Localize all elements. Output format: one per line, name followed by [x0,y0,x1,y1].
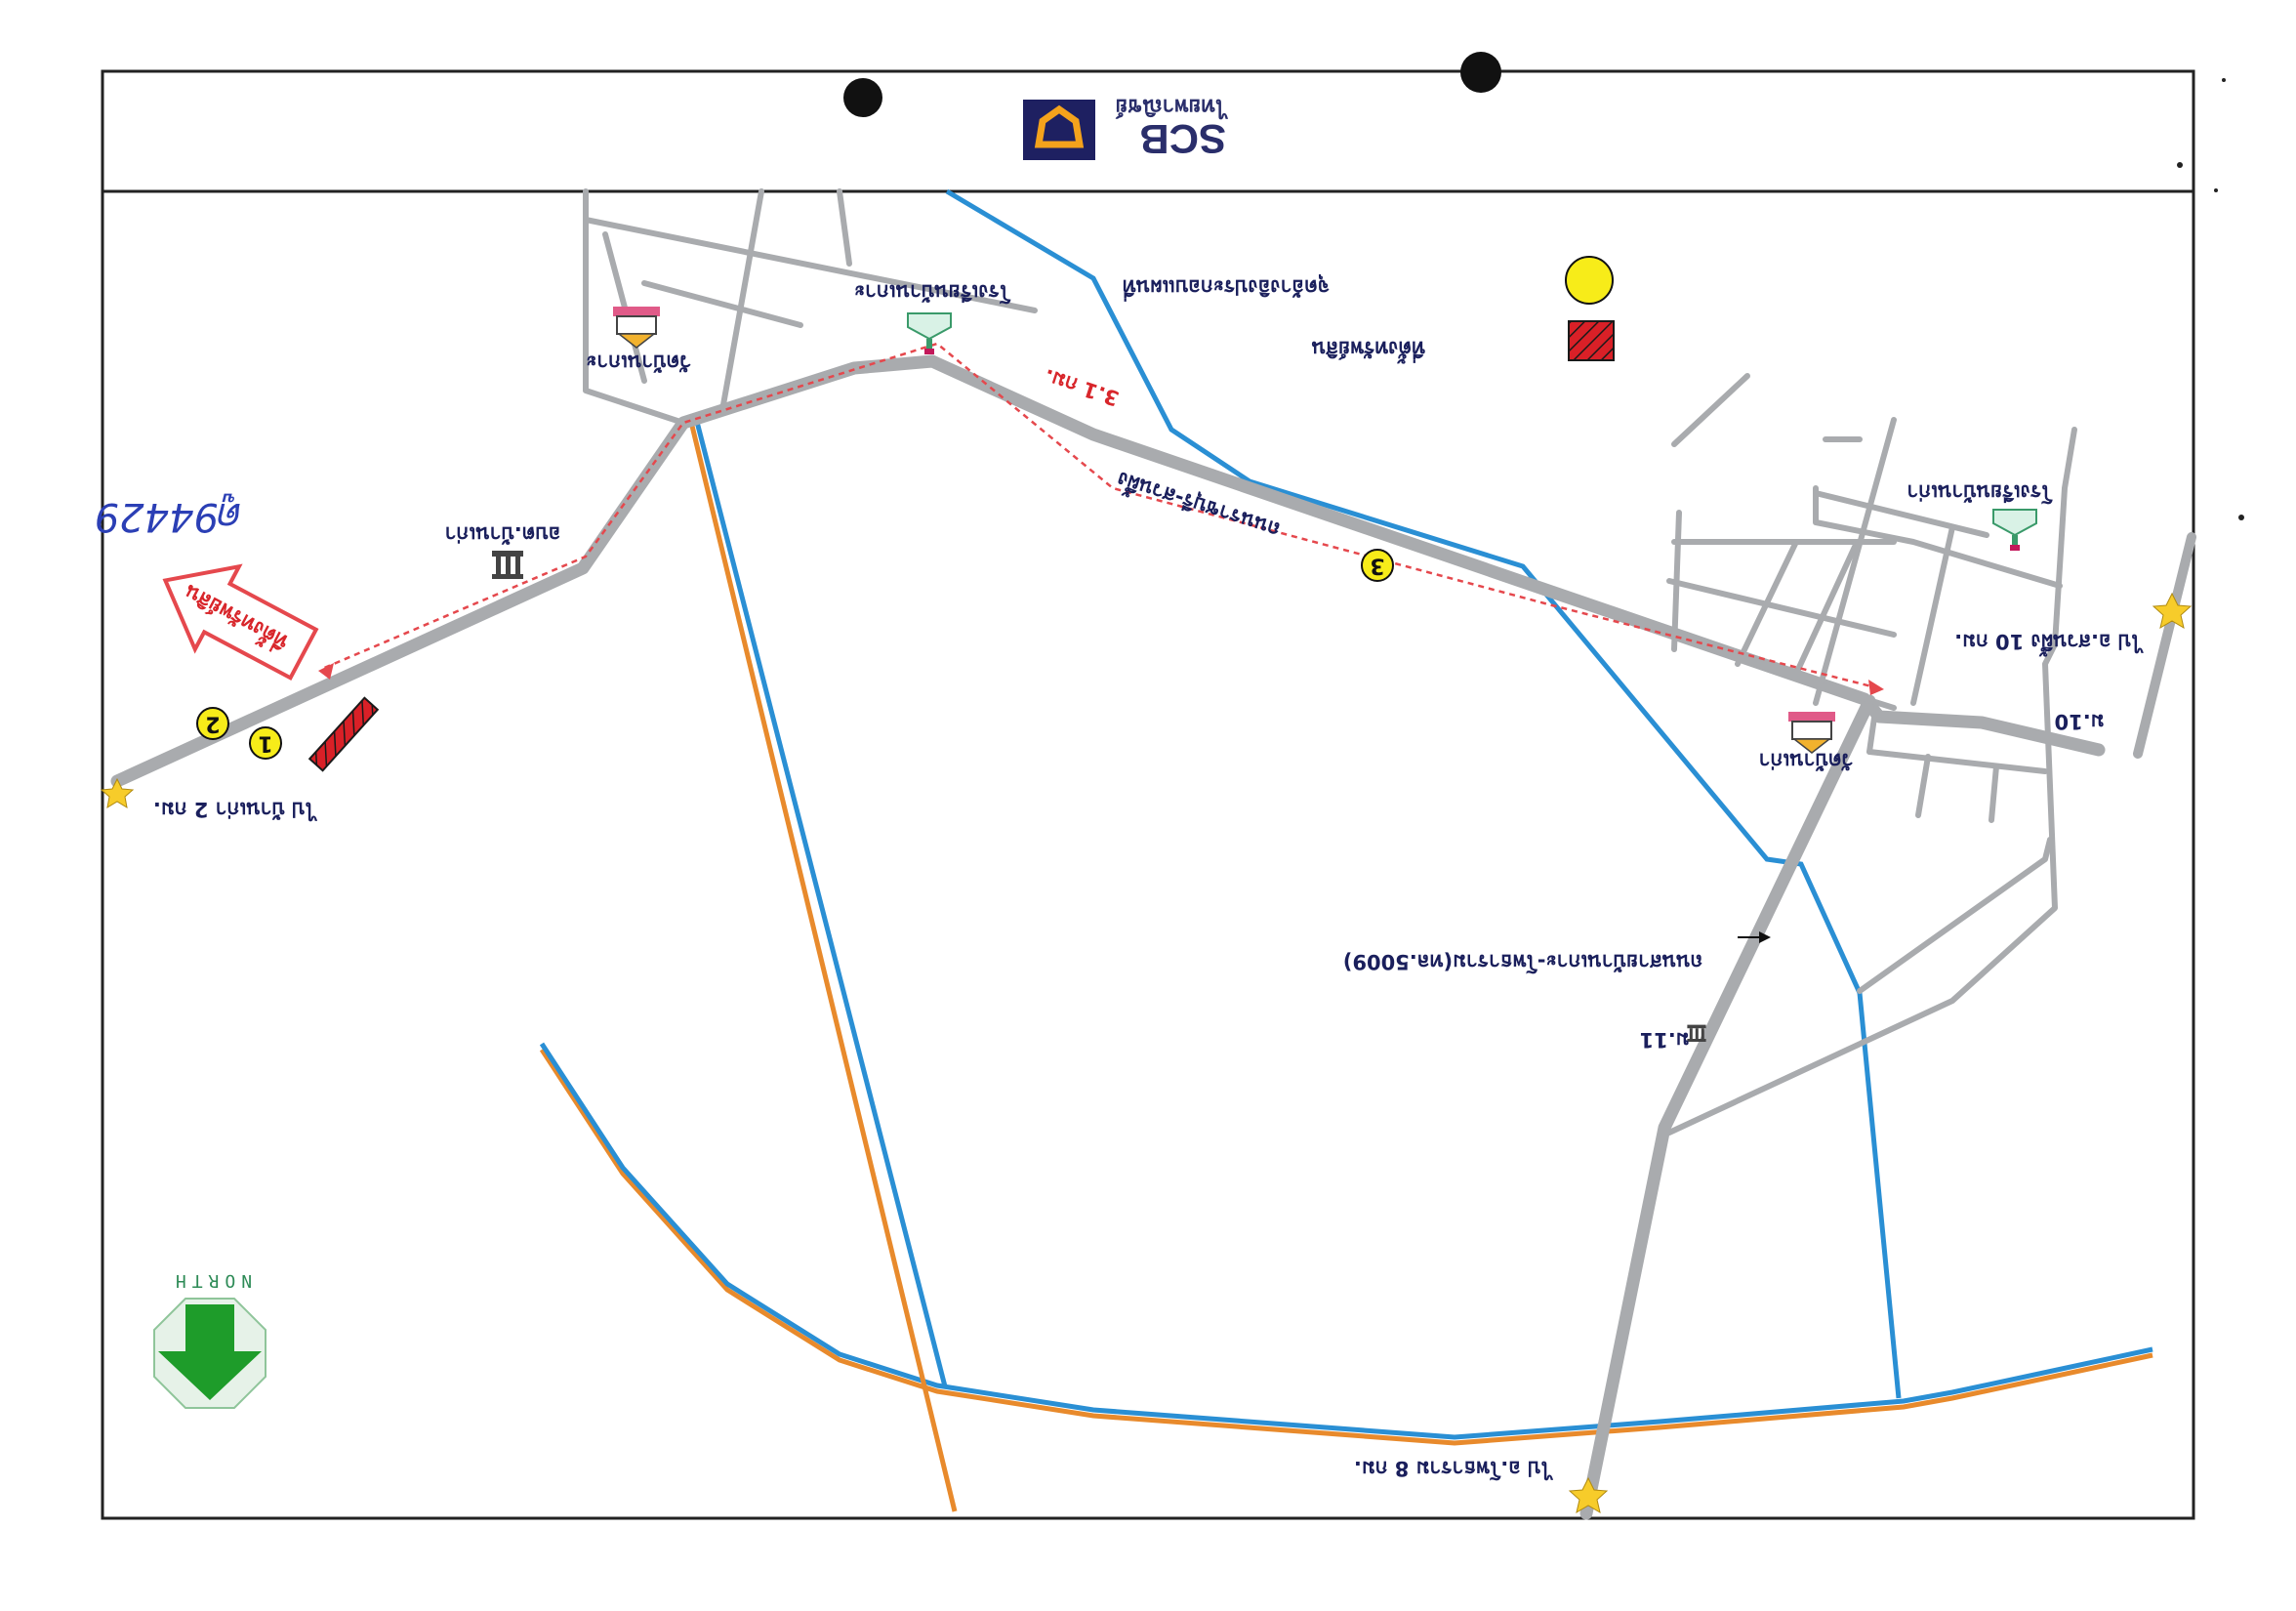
road-minor [1866,715,1877,755]
legend-property-label: ที่ตั้งทรัพย์สิน [1311,337,1425,364]
speck [2238,515,2244,520]
speck [2177,162,2183,168]
road-minor [1735,539,1799,667]
speck [2214,188,2218,192]
diagonal-canal-orange [688,421,958,1512]
road-minor [641,280,803,328]
brand-name: SCB [1139,116,1226,162]
road-minor [1666,641,2058,1136]
direction-east-label: ไป อ.สวนผึ้ง 10 กม. [1954,630,2144,657]
road-minor [1857,837,2053,994]
map-frame [101,69,2195,1520]
direction-south-label: ไป อ.โพธาราม 8 กม. [1354,1457,1553,1481]
moo-11-label: ม.11 [1639,1028,1689,1052]
temple-1-label: วัดบ้านเกาะ [586,351,691,374]
road-minor [1866,749,2048,774]
brand-thai: ไทยพาณิชย์ [1115,95,1228,120]
svg-text:2: 2 [205,712,220,736]
road-minor [1813,490,1989,538]
route-arrowhead [318,663,334,680]
school-icon [1992,509,2037,551]
direction-west-label: ไป บ้านเก่า 2 กม. [153,798,317,822]
svg-text:3: 3 [1370,554,1384,578]
school-2-label: โรงเรียนบ้านเก่า [1906,480,2053,505]
highway-pointer-head [1759,931,1771,943]
office-label: อบต.บ้านเก่า [445,522,561,546]
temple-icon [1788,712,1835,754]
east-road [2133,532,2196,759]
speck [2222,78,2226,82]
legend-property-icon [1568,320,1615,361]
diagonal-canal-blue [694,421,948,1387]
legend-reference-point-label: จุดอ้างอิงประกอบแผนที่ [1123,273,1330,303]
main-road [110,354,2106,788]
road-minor [1813,681,1897,711]
property-parcel [308,696,380,772]
road-minor [1813,417,1897,706]
school-icon [907,312,952,354]
office-icon [492,551,523,579]
road-minor [583,217,1038,313]
road-minor [2052,427,2077,647]
route-path [321,342,1880,690]
direction-west-icon [100,777,135,808]
south-canal-orange [539,1048,2153,1446]
office-icon [1687,1024,1706,1042]
north-label: NORTH [170,1270,252,1291]
marker-2: 2 [196,707,229,740]
route-arrowhead [1868,680,1884,695]
marker-3: 3 [1361,549,1394,582]
legend: จุดอ้างอิงประกอบแผนที่ ที่ตั้งทรัพย์สิน [1123,256,1615,364]
scb-header: SCB ไทยพาณิชย์ [1023,95,1228,162]
temple-icon [613,307,660,349]
marker-1: 1 [249,726,282,760]
stream-north [945,188,1902,1399]
road-minor [583,188,686,426]
temple-2-label: วัดบ้านเก่า [1759,749,1854,772]
highway-label: ถนนสายบ้านเกาะ-โพธาราม(ทล.5009) [1343,950,1702,974]
school-1-label: โรงเรียนบ้านเกาะ [854,280,1011,305]
punch-hole [843,78,882,117]
handwritten-note: ดู94429 [95,493,244,539]
north-arrow-icon [158,1304,262,1400]
road-minor [1910,524,1955,706]
road-minor [1671,373,1750,447]
direction-south-icon [1568,1476,1609,1514]
road-minor [1793,544,1858,677]
south-canal-blue [539,1042,2153,1440]
road-minor [1988,764,1999,823]
punch-hole [1460,52,1501,93]
road-minor [837,188,852,267]
svg-text:1: 1 [258,731,272,756]
road-minor [1915,754,1931,818]
road-minor [1666,578,1897,638]
direction-east-icon [2152,592,2193,630]
scb-logo-shield [1034,104,1085,148]
moo-10-label: ม.10 [2054,710,2104,733]
highway-road [1579,694,1876,1520]
legend-reference-point-icon [1565,256,1614,305]
north-compass: NORTH [153,1270,266,1409]
road-minor [719,188,764,413]
roads [110,188,2196,1520]
